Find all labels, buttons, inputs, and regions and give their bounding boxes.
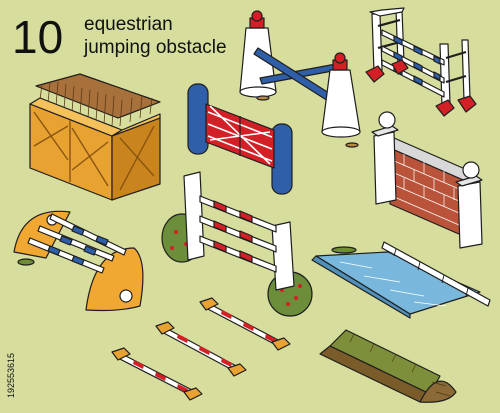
title-number: 10 xyxy=(12,11,64,63)
stock-id-watermark: 192553615 xyxy=(6,352,16,398)
fan-rails-icon xyxy=(13,210,144,312)
title-line-2: jumping obstacle xyxy=(84,37,227,58)
gate-icon xyxy=(187,83,293,195)
white-frame-icon xyxy=(365,7,477,117)
crossed-poles-icon xyxy=(239,10,361,148)
vertical-bushes-icon xyxy=(161,171,313,317)
ground-poles-icon xyxy=(111,297,291,401)
water-ditch-icon xyxy=(311,241,491,319)
dirt-bank-icon xyxy=(319,329,457,403)
brick-wall-icon xyxy=(371,111,483,249)
hedge-box-icon xyxy=(29,73,161,201)
title-line-1: equestrian xyxy=(84,14,173,35)
